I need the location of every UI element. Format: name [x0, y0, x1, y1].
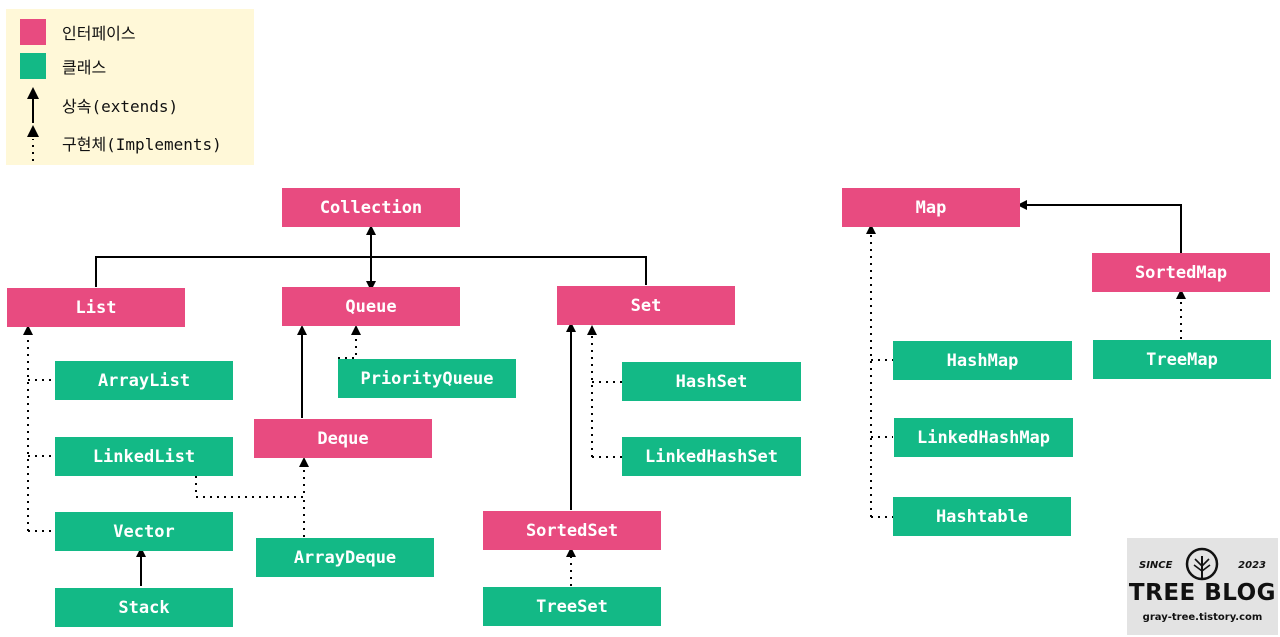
legend-class-row: 클래스: [20, 53, 106, 79]
logo-title: TREE BLOG: [1128, 580, 1277, 606]
node-list: List: [7, 288, 185, 327]
logo-url: gray-tree.tistory.com: [1142, 612, 1263, 623]
node-queue: Queue: [282, 287, 460, 326]
legend-interface-label: 인터페이스: [62, 24, 136, 43]
legend-extends-label: 상속(extends): [62, 97, 179, 116]
node-linkedlist: LinkedList: [55, 437, 233, 476]
node-treemap: TreeMap: [1093, 340, 1271, 379]
node-hashtable: Hashtable: [893, 497, 1071, 536]
node-treeset: TreeSet: [483, 587, 661, 626]
legend-interface-row: 인터페이스: [20, 19, 136, 45]
node-set: Set: [557, 286, 735, 325]
legend: 인터페이스 클래스 상속(extends) 구현체(Implements): [6, 9, 254, 165]
logo-year-text: 2023: [1238, 560, 1266, 571]
node-priorityqueue: PriorityQueue: [338, 359, 516, 398]
extends-arrows: [136, 200, 1182, 586]
node-arraylist: ArrayList: [55, 361, 233, 400]
tree-blog-logo: SINCE 2023 TREE BLOG gray-tree.tistory.c…: [1127, 538, 1278, 635]
dotted-arrow-icon: [27, 125, 39, 161]
solid-arrow-icon: [27, 87, 39, 123]
legend-implements-label: 구현체(Implements): [62, 135, 222, 154]
sortedmap-to-map-arrow: [1017, 200, 1182, 253]
node-arraydeque: ArrayDeque: [256, 538, 434, 577]
logo-since-text: SINCE: [1139, 560, 1173, 571]
tree-emblem-icon: [1185, 547, 1219, 581]
node-stack: Stack: [55, 588, 233, 627]
legend-implements-row: 구현체(Implements): [20, 123, 222, 163]
node-hashmap: HashMap: [893, 341, 1072, 380]
node-sortedset: SortedSet: [483, 511, 661, 550]
node-sortedmap: SortedMap: [1092, 253, 1270, 292]
node-deque: Deque: [254, 419, 432, 458]
class-color-swatch: [20, 53, 46, 79]
legend-class-label: 클래스: [62, 58, 107, 77]
legend-extends-row: 상속(extends): [20, 85, 178, 125]
node-vector: Vector: [55, 512, 233, 551]
node-linkedhashmap: LinkedHashMap: [894, 418, 1073, 457]
node-linkedhashset: LinkedHashSet: [622, 437, 801, 476]
implements-arrows: [23, 224, 1186, 586]
node-collection: Collection: [282, 188, 460, 227]
interface-color-swatch: [20, 19, 46, 45]
node-hashset: HashSet: [622, 362, 801, 401]
node-map: Map: [842, 188, 1020, 227]
